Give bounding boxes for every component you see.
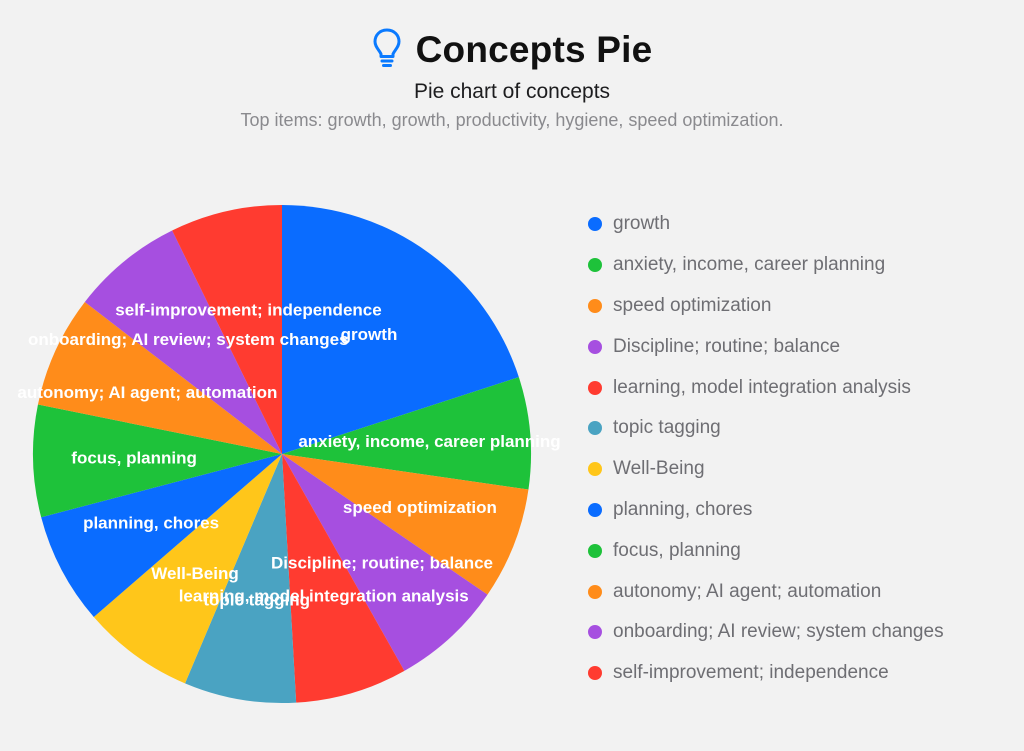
legend-label: topic tagging (613, 417, 721, 439)
pie-slice-8[interactable] (41, 454, 282, 618)
legend-item-4[interactable]: Discipline; routine; balance (588, 326, 944, 367)
legend-item-6[interactable]: topic tagging (588, 408, 944, 449)
pie-slice-6[interactable] (185, 454, 297, 704)
legend-label: autonomy; AI agent; automation (613, 580, 882, 602)
legend-dot (588, 339, 602, 354)
legend-item-8[interactable]: planning, chores (588, 490, 944, 531)
slice-label-3: speed optimization (343, 498, 497, 517)
legend-item-1[interactable]: growth (588, 204, 944, 245)
legend-item-7[interactable]: Well-Being (588, 449, 944, 490)
pie-slice-2[interactable] (282, 377, 531, 490)
slice-label-10: autonomy; AI agent; automation (17, 383, 277, 402)
legend-item-9[interactable]: focus, planning (588, 530, 944, 571)
chart-header: Concepts Pie Pie chart of concepts Top i… (0, 24, 1024, 131)
slice-label-4: Discipline; routine; balance (271, 554, 493, 573)
legend-dot (588, 502, 602, 517)
legend-label: speed optimization (613, 294, 772, 316)
legend-label: learning, model integration analysis (613, 376, 911, 398)
legend-dot (588, 298, 602, 313)
slice-label-9: focus, planning (71, 449, 197, 468)
pie-slice-1[interactable] (282, 205, 519, 454)
legend-dot (588, 380, 602, 395)
pie-labels: growth anxiety, income, career planning sp… (17, 300, 560, 609)
legend-item-3[interactable]: speed optimization (588, 286, 944, 327)
legend-item-5[interactable]: learning, model integration analysis (588, 367, 944, 408)
legend-label: onboarding; AI review; system changes (613, 621, 944, 643)
pie-chart: growth anxiety, income, career planning sp… (17, 205, 561, 704)
page-title: Concepts Pie (415, 29, 653, 70)
slice-label-7: Well-Being (151, 564, 239, 583)
legend-dot (588, 421, 602, 436)
legend-item-10[interactable]: autonomy; AI agent; automation (588, 571, 944, 612)
slice-label-11: onboarding; AI review; system changes (28, 330, 349, 349)
legend-item-11[interactable]: onboarding; AI review; system changes (588, 612, 944, 653)
legend-dot (588, 543, 602, 558)
legend-label: planning, chores (613, 498, 753, 520)
legend: growth anxiety, income, career planning sp… (588, 204, 944, 694)
pie-slice-11[interactable] (84, 230, 282, 454)
legend-item-2[interactable]: anxiety, income, career planning (588, 245, 944, 286)
title-row: Concepts Pie (0, 24, 1024, 76)
legend-label: anxiety, income, career planning (613, 254, 886, 276)
legend-dot (588, 625, 602, 640)
legend-dot (588, 258, 602, 273)
pie-slice-7[interactable] (93, 454, 282, 684)
legend-label: Discipline; routine; balance (613, 335, 841, 357)
pie-slice-3[interactable] (282, 454, 529, 595)
slice-label-12: self-improvement; independence (115, 300, 381, 319)
pie-slice-5[interactable] (282, 454, 405, 703)
pie-slice-12[interactable] (172, 205, 282, 454)
legend-label: self-improvement; independence (613, 662, 889, 684)
legend-dot (588, 584, 602, 599)
slice-label-5: learning, model integration analysis (179, 587, 469, 606)
legend-item-12[interactable]: self-improvement; independence (588, 653, 944, 694)
chart-subtitle: Pie chart of concepts (413, 80, 611, 103)
pie-slice-9[interactable] (32, 404, 283, 518)
legend-label: Well-Being (613, 458, 705, 480)
legend-label: focus, planning (613, 539, 741, 561)
pie-slices (32, 205, 531, 704)
chart-description: Top items: growth, growth, productivity,… (240, 110, 784, 130)
slice-label-2: anxiety, income, career planning (298, 432, 560, 451)
slice-label-6: topic tagging (203, 590, 310, 609)
legend-dot (588, 462, 602, 477)
legend-dot (588, 666, 602, 681)
legend-dot (588, 217, 602, 232)
pie-slice-4[interactable] (282, 454, 488, 671)
slice-label-8: planning, chores (83, 514, 219, 533)
pie-slice-10[interactable] (37, 301, 283, 454)
lightbulb-icon (372, 27, 402, 74)
slice-label-1: growth (341, 325, 398, 344)
legend-label: growth (613, 213, 671, 235)
